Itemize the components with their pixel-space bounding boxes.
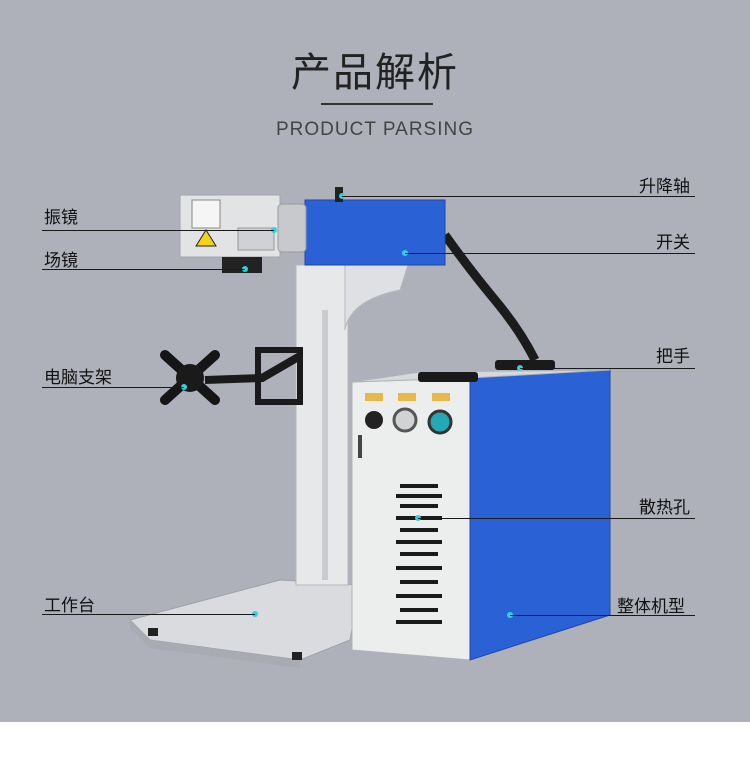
cabinet-handle	[418, 372, 478, 382]
key-switch	[365, 411, 383, 429]
laser-arm	[304, 199, 446, 266]
worktable-edge	[130, 620, 300, 668]
label-handle: 把手	[656, 347, 690, 367]
galvo-coupler	[277, 203, 307, 253]
caution-label-icon	[191, 199, 221, 229]
label-monitor-bracket: 电脑支架	[44, 368, 112, 388]
page-subtitle: PRODUCT PARSING	[276, 119, 474, 140]
leader-line	[510, 615, 695, 616]
leader-line	[342, 196, 695, 197]
cabinet-side-panel	[469, 369, 611, 661]
fiber-cable	[441, 232, 540, 363]
label-lift-axis: 升降轴	[639, 177, 690, 197]
column-bracket	[330, 264, 409, 331]
laser-marking-machine-illustration	[129, 187, 611, 668]
leader-line	[405, 253, 695, 254]
field-lens	[222, 257, 262, 273]
page-title: 产品解析	[291, 50, 459, 96]
leader-line	[42, 230, 274, 231]
laser-warning-icon	[195, 229, 217, 247]
label-switch: 开关	[656, 233, 690, 253]
column-rail	[322, 310, 328, 580]
label-vents: 散热孔	[639, 498, 690, 518]
cabinet-handle	[495, 360, 555, 370]
label-worktable: 工作台	[44, 596, 95, 616]
title-divider	[321, 103, 433, 105]
product-panel: 产品解析 PRODUCT PARSING	[0, 0, 750, 722]
power-button	[392, 407, 418, 433]
leader-line	[42, 387, 184, 388]
control-label	[432, 393, 450, 401]
worktable-foot	[148, 628, 158, 636]
label-field-lens: 场镜	[44, 251, 78, 271]
control-label	[365, 393, 383, 401]
label-whole-unit: 整体机型	[617, 597, 685, 617]
label-galvo: 振镜	[44, 208, 78, 228]
leader-line	[42, 269, 245, 270]
lift-knob	[335, 187, 343, 202]
leader-line	[520, 368, 695, 369]
control-label	[398, 393, 416, 401]
emission-button	[427, 409, 453, 435]
galvo-plate	[237, 227, 275, 251]
monitor-bracket	[160, 347, 303, 405]
vent-holes	[396, 484, 442, 624]
leader-line	[42, 614, 255, 615]
leader-line	[418, 518, 695, 519]
worktable-foot	[292, 652, 302, 660]
